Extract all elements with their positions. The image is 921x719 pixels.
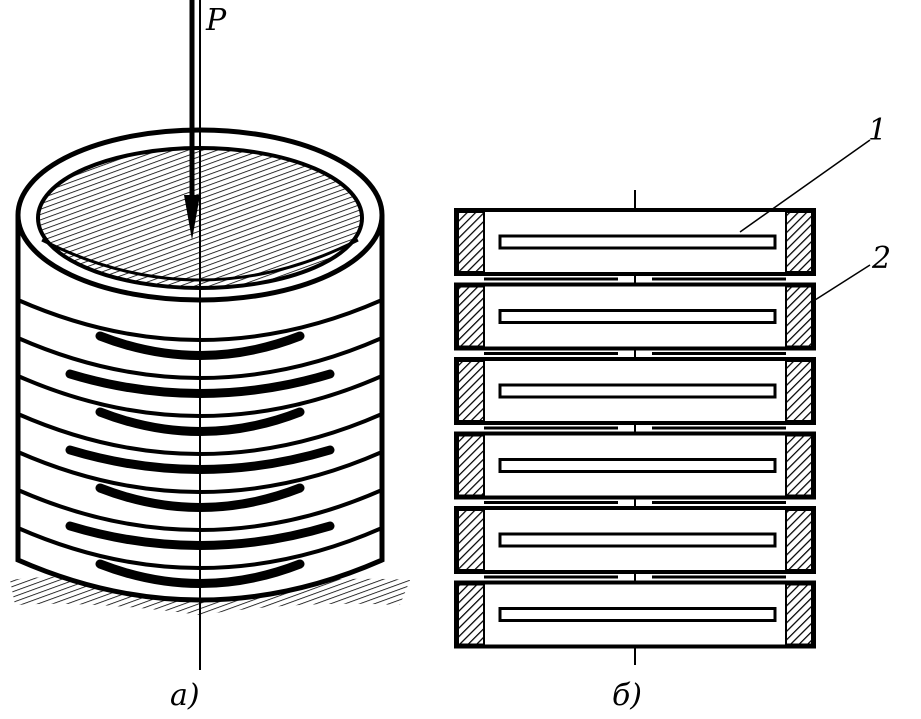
ring-right-wall [785, 434, 813, 497]
figure-a-cylinder: P а) [10, 0, 410, 713]
ring-right-wall [785, 211, 813, 273]
ring-right-wall [785, 285, 813, 348]
ring-left-wall [457, 285, 485, 348]
ring-left-wall [457, 509, 485, 571]
ring-slot [498, 309, 777, 324]
ring-right-wall [785, 360, 813, 422]
ring-slot [498, 532, 777, 548]
caption-a: а) [170, 678, 200, 713]
ring-left-wall [457, 360, 485, 422]
ring-slot [498, 234, 777, 250]
ring-left-wall [457, 583, 485, 646]
callout-1: 1 [868, 113, 887, 148]
ring-slot [498, 458, 777, 473]
ring-left-wall [457, 434, 485, 497]
ring-slot [498, 383, 777, 399]
ring-right-wall [785, 583, 813, 646]
caption-b: б) [612, 678, 642, 713]
ring-stack [454, 208, 816, 649]
ring-left-wall [457, 211, 485, 273]
figure-b-section: 1 2 б) [454, 113, 891, 713]
force-arrow-head [184, 195, 200, 240]
leader-2 [814, 264, 871, 301]
callout-2: 2 [871, 241, 891, 276]
leader-1 [739, 139, 871, 233]
ring-slot [498, 607, 777, 622]
force-label: P [205, 3, 227, 38]
ring-right-wall [785, 509, 813, 571]
